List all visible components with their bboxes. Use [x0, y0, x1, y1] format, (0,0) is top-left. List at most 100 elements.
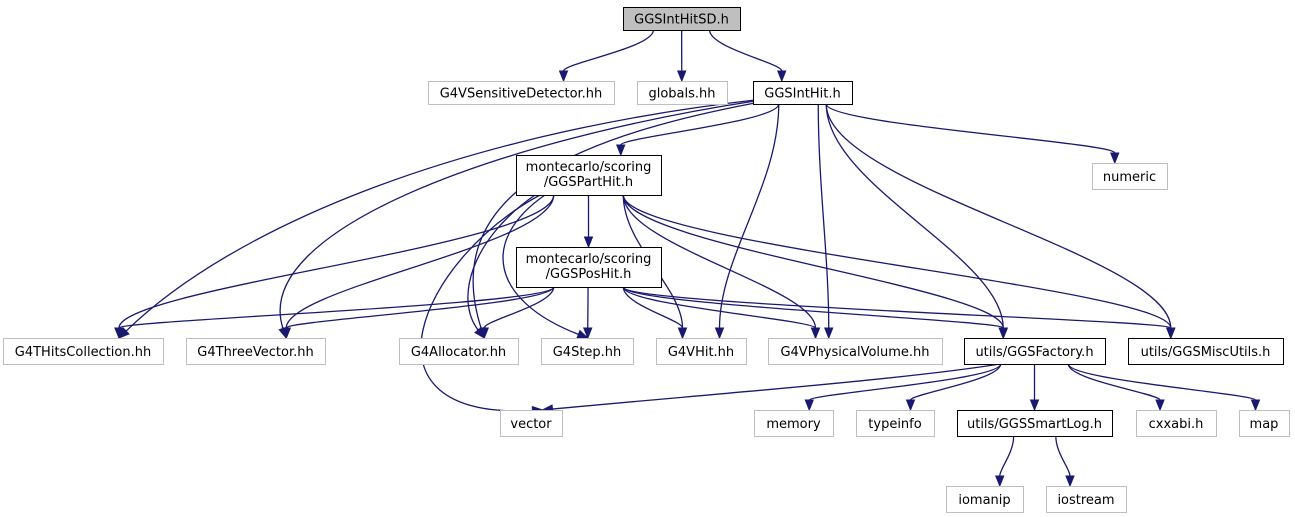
edge-factory-to-map [1067, 363, 1261, 412]
arrowhead [677, 327, 688, 340]
node-box [637, 81, 728, 105]
edge-posHit-to-vhit [622, 286, 688, 340]
node-box [656, 338, 747, 365]
node-posHit[interactable]: montecarlo/scoring/GGSPosHit.h [516, 247, 662, 288]
node-vhit: G4VHit.hh [656, 338, 747, 365]
edge-root-to-intHit [708, 29, 787, 83]
arrowhead [998, 327, 1008, 340]
arrowhead [616, 144, 626, 157]
node-label: G4Allocator.hh [411, 345, 506, 360]
edge-line [909, 363, 1002, 401]
edge-line [562, 29, 655, 72]
arrowhead [1029, 399, 1040, 412]
edge-intHit-to-physVol [817, 103, 834, 340]
node-label-line: montecarlo/scoring [526, 252, 652, 267]
edge-line [808, 363, 1002, 401]
edge-line [502, 194, 579, 335]
edge-line [817, 103, 830, 329]
node-box [768, 338, 943, 365]
arrowhead [810, 327, 821, 340]
node-label: GGSIntHitSD.h [634, 13, 729, 28]
node-smartLog[interactable]: utils/GGSSmartLog.h [957, 410, 1113, 437]
arrowhead [1110, 152, 1120, 165]
edge-intHit-to-miscUtils [825, 103, 1176, 340]
arrowhead [905, 399, 916, 412]
node-hitsColl: G4THitsCollection.hh [3, 338, 164, 365]
node-label: G4VSensitiveDetector.hh [440, 87, 603, 102]
edge-line [622, 194, 1172, 329]
edges-layer [114, 29, 1261, 488]
node-box [964, 338, 1106, 365]
node-physVol: G4VPhysicalVolume.hh [768, 338, 943, 365]
node-box [1128, 338, 1284, 365]
node-label: utils/GGSMiscUtils.h [1141, 345, 1271, 360]
edge-line [118, 194, 555, 329]
edge-line [622, 286, 684, 329]
edge-root-to-globals [677, 29, 687, 83]
edge-posHit-to-alloc [479, 286, 555, 340]
edge-posHit-to-threeVec [281, 286, 555, 340]
node-label: utils/GGSFactory.h [975, 345, 1093, 360]
arrowhead [677, 70, 687, 83]
node-label: iomanip [958, 493, 1010, 508]
node-label: G4VHit.hh [668, 345, 734, 360]
node-box [1239, 410, 1290, 437]
edge-posHit-to-miscUtils [622, 286, 1176, 340]
node-root[interactable]: GGSIntHitSD.h [623, 7, 741, 31]
arrowhead [583, 236, 594, 249]
node-label: vector [510, 417, 552, 432]
edge-partHit-to-miscUtils [622, 194, 1176, 340]
edge-factory-to-smartLog [1029, 364, 1040, 412]
node-iostream: iostream [1046, 486, 1127, 513]
edge-partHit-to-step [502, 194, 590, 339]
node-factory[interactable]: utils/GGSFactory.h [964, 338, 1106, 365]
arrowhead [824, 327, 834, 340]
arrowhead [1155, 399, 1165, 412]
arrowhead [777, 70, 787, 83]
edge-line [622, 286, 1004, 329]
node-intHit[interactable]: GGSIntHit.h [753, 81, 853, 105]
arrowhead [995, 475, 1005, 488]
edge-posHit-to-physVol [622, 286, 821, 340]
node-box [1092, 163, 1168, 190]
node-box [428, 81, 615, 105]
arrowhead [281, 327, 291, 340]
node-box [1046, 486, 1127, 513]
edge-line [825, 103, 1172, 329]
edge-line [420, 194, 541, 412]
node-box [516, 155, 662, 196]
node-label: G4ThreeVector.hh [197, 345, 313, 360]
edge-line [718, 103, 780, 329]
node-label: cxxabi.h [1149, 417, 1204, 432]
node-label: globals.hh [648, 87, 715, 102]
node-box [500, 410, 563, 437]
node-label: typeinfo [868, 417, 921, 432]
arrowhead [114, 327, 124, 340]
edge-intHit-to-partHit [616, 103, 780, 157]
node-cxxabi: cxxabi.h [1136, 410, 1217, 437]
node-miscUtils[interactable]: utils/GGSMiscUtils.h [1128, 338, 1284, 365]
node-box [516, 247, 662, 288]
edge-line [285, 194, 555, 329]
node-box [399, 338, 519, 365]
arrowhead [714, 327, 725, 340]
node-memory: memory [754, 410, 834, 437]
arrowhead [804, 399, 814, 412]
node-label: G4Step.hh [553, 345, 622, 360]
arrowhead [1250, 399, 1261, 412]
edge-line [467, 194, 536, 331]
node-label: iostream [1057, 493, 1114, 508]
node-partHit[interactable]: montecarlo/scoring/GGSPartHit.h [516, 155, 662, 196]
node-threeVec: G4ThreeVector.hh [186, 338, 326, 365]
edge-partHit-to-threeVec [281, 194, 555, 340]
node-box [754, 410, 834, 437]
node-label-line: /GGSPosHit.h [546, 267, 632, 282]
arrowhead [1166, 327, 1176, 340]
node-box [753, 81, 853, 105]
edge-intHit-to-numeric [825, 103, 1120, 165]
edge-line [622, 286, 817, 329]
edge-line [825, 103, 1004, 329]
edge-smartLog-to-iomanip [995, 435, 1015, 488]
edge-line [279, 100, 756, 329]
